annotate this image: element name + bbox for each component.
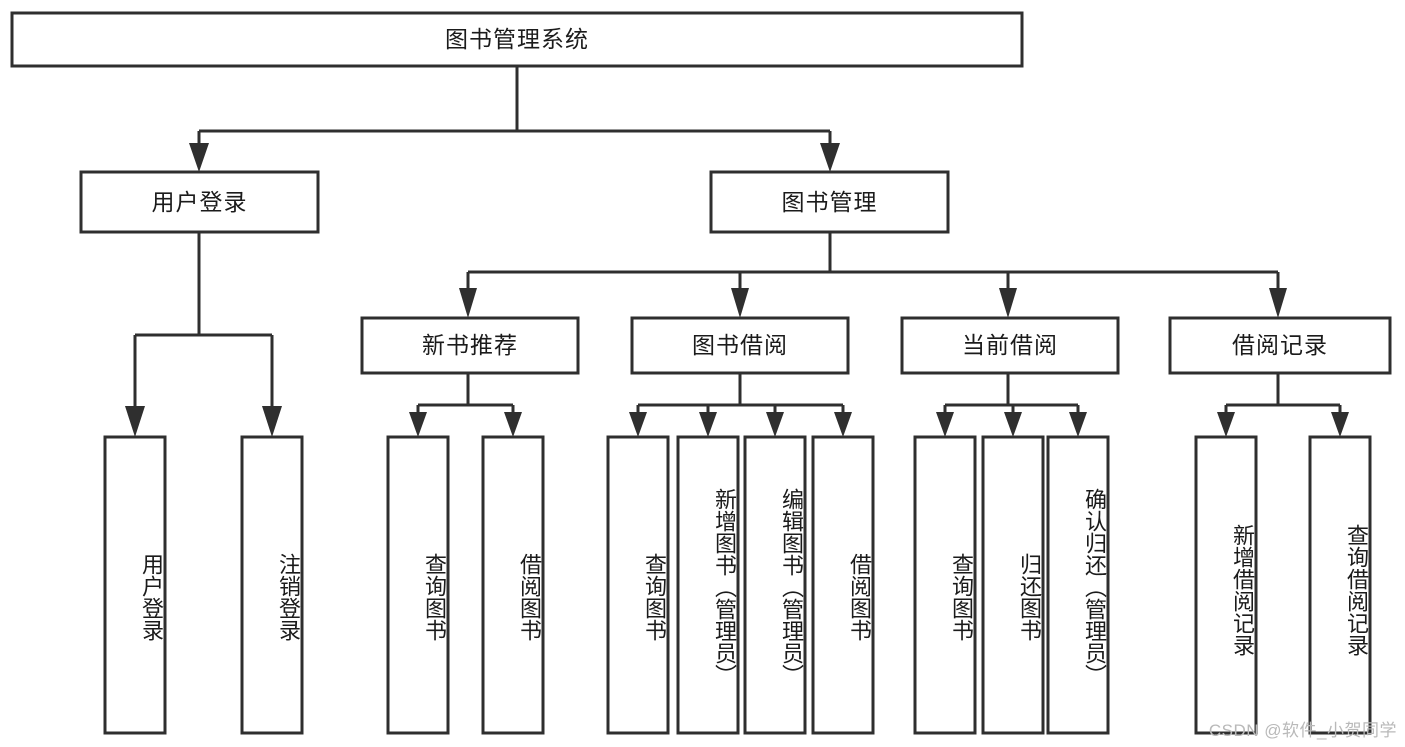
arrowhead-leaf-10 bbox=[1069, 412, 1087, 437]
leaf-box-4[interactable] bbox=[606, 435, 670, 735]
arrowhead-leaf-12 bbox=[1331, 412, 1349, 437]
arrowhead-level3-2 bbox=[999, 288, 1017, 318]
leaf-box-5[interactable] bbox=[676, 435, 740, 735]
leaf-box-3[interactable] bbox=[481, 435, 545, 735]
node-box-level3-1[interactable] bbox=[630, 316, 850, 375]
arrowhead-leaf-1 bbox=[262, 406, 282, 437]
arrowhead-level3-1 bbox=[731, 288, 749, 318]
arrowhead-leaf-2 bbox=[409, 412, 427, 437]
leaf-box-12[interactable] bbox=[1308, 435, 1372, 735]
arrowhead-leaf-8 bbox=[936, 412, 954, 437]
leaf-box-11[interactable] bbox=[1194, 435, 1258, 735]
node-box-level2-1[interactable] bbox=[709, 170, 950, 234]
arrowhead-leaf-7 bbox=[834, 412, 852, 437]
leaf-box-6[interactable] bbox=[743, 435, 807, 735]
leaf-box-2[interactable] bbox=[386, 435, 450, 735]
arrowhead-user-login bbox=[189, 143, 209, 172]
arrowhead-leaf-6 bbox=[766, 412, 784, 437]
arrowhead-leaf-3 bbox=[504, 412, 522, 437]
node-box-level3-3[interactable] bbox=[1168, 316, 1392, 375]
leaf-box-1[interactable] bbox=[240, 435, 304, 735]
arrowhead-level3-0 bbox=[459, 288, 477, 318]
arrowhead-book-mgmt bbox=[820, 143, 840, 172]
arrowhead-leaf-5 bbox=[699, 412, 717, 437]
leaf-box-8[interactable] bbox=[913, 435, 977, 735]
leaf-box-7[interactable] bbox=[811, 435, 875, 735]
arrowhead-leaf-9 bbox=[1004, 412, 1022, 437]
leaf-box-0[interactable] bbox=[103, 435, 167, 735]
leaf-box-9[interactable] bbox=[981, 435, 1045, 735]
leaf-box-10[interactable] bbox=[1046, 435, 1110, 735]
arrowhead-leaf-0 bbox=[125, 406, 145, 437]
arrowhead-leaf-4 bbox=[629, 412, 647, 437]
node-box-root[interactable] bbox=[10, 11, 1024, 68]
arrowhead-leaf-11 bbox=[1217, 412, 1235, 437]
node-box-level2-0[interactable] bbox=[79, 170, 320, 234]
arrowhead-level3-3 bbox=[1269, 288, 1287, 318]
node-box-level3-0[interactable] bbox=[360, 316, 580, 375]
node-box-level3-2[interactable] bbox=[900, 316, 1120, 375]
